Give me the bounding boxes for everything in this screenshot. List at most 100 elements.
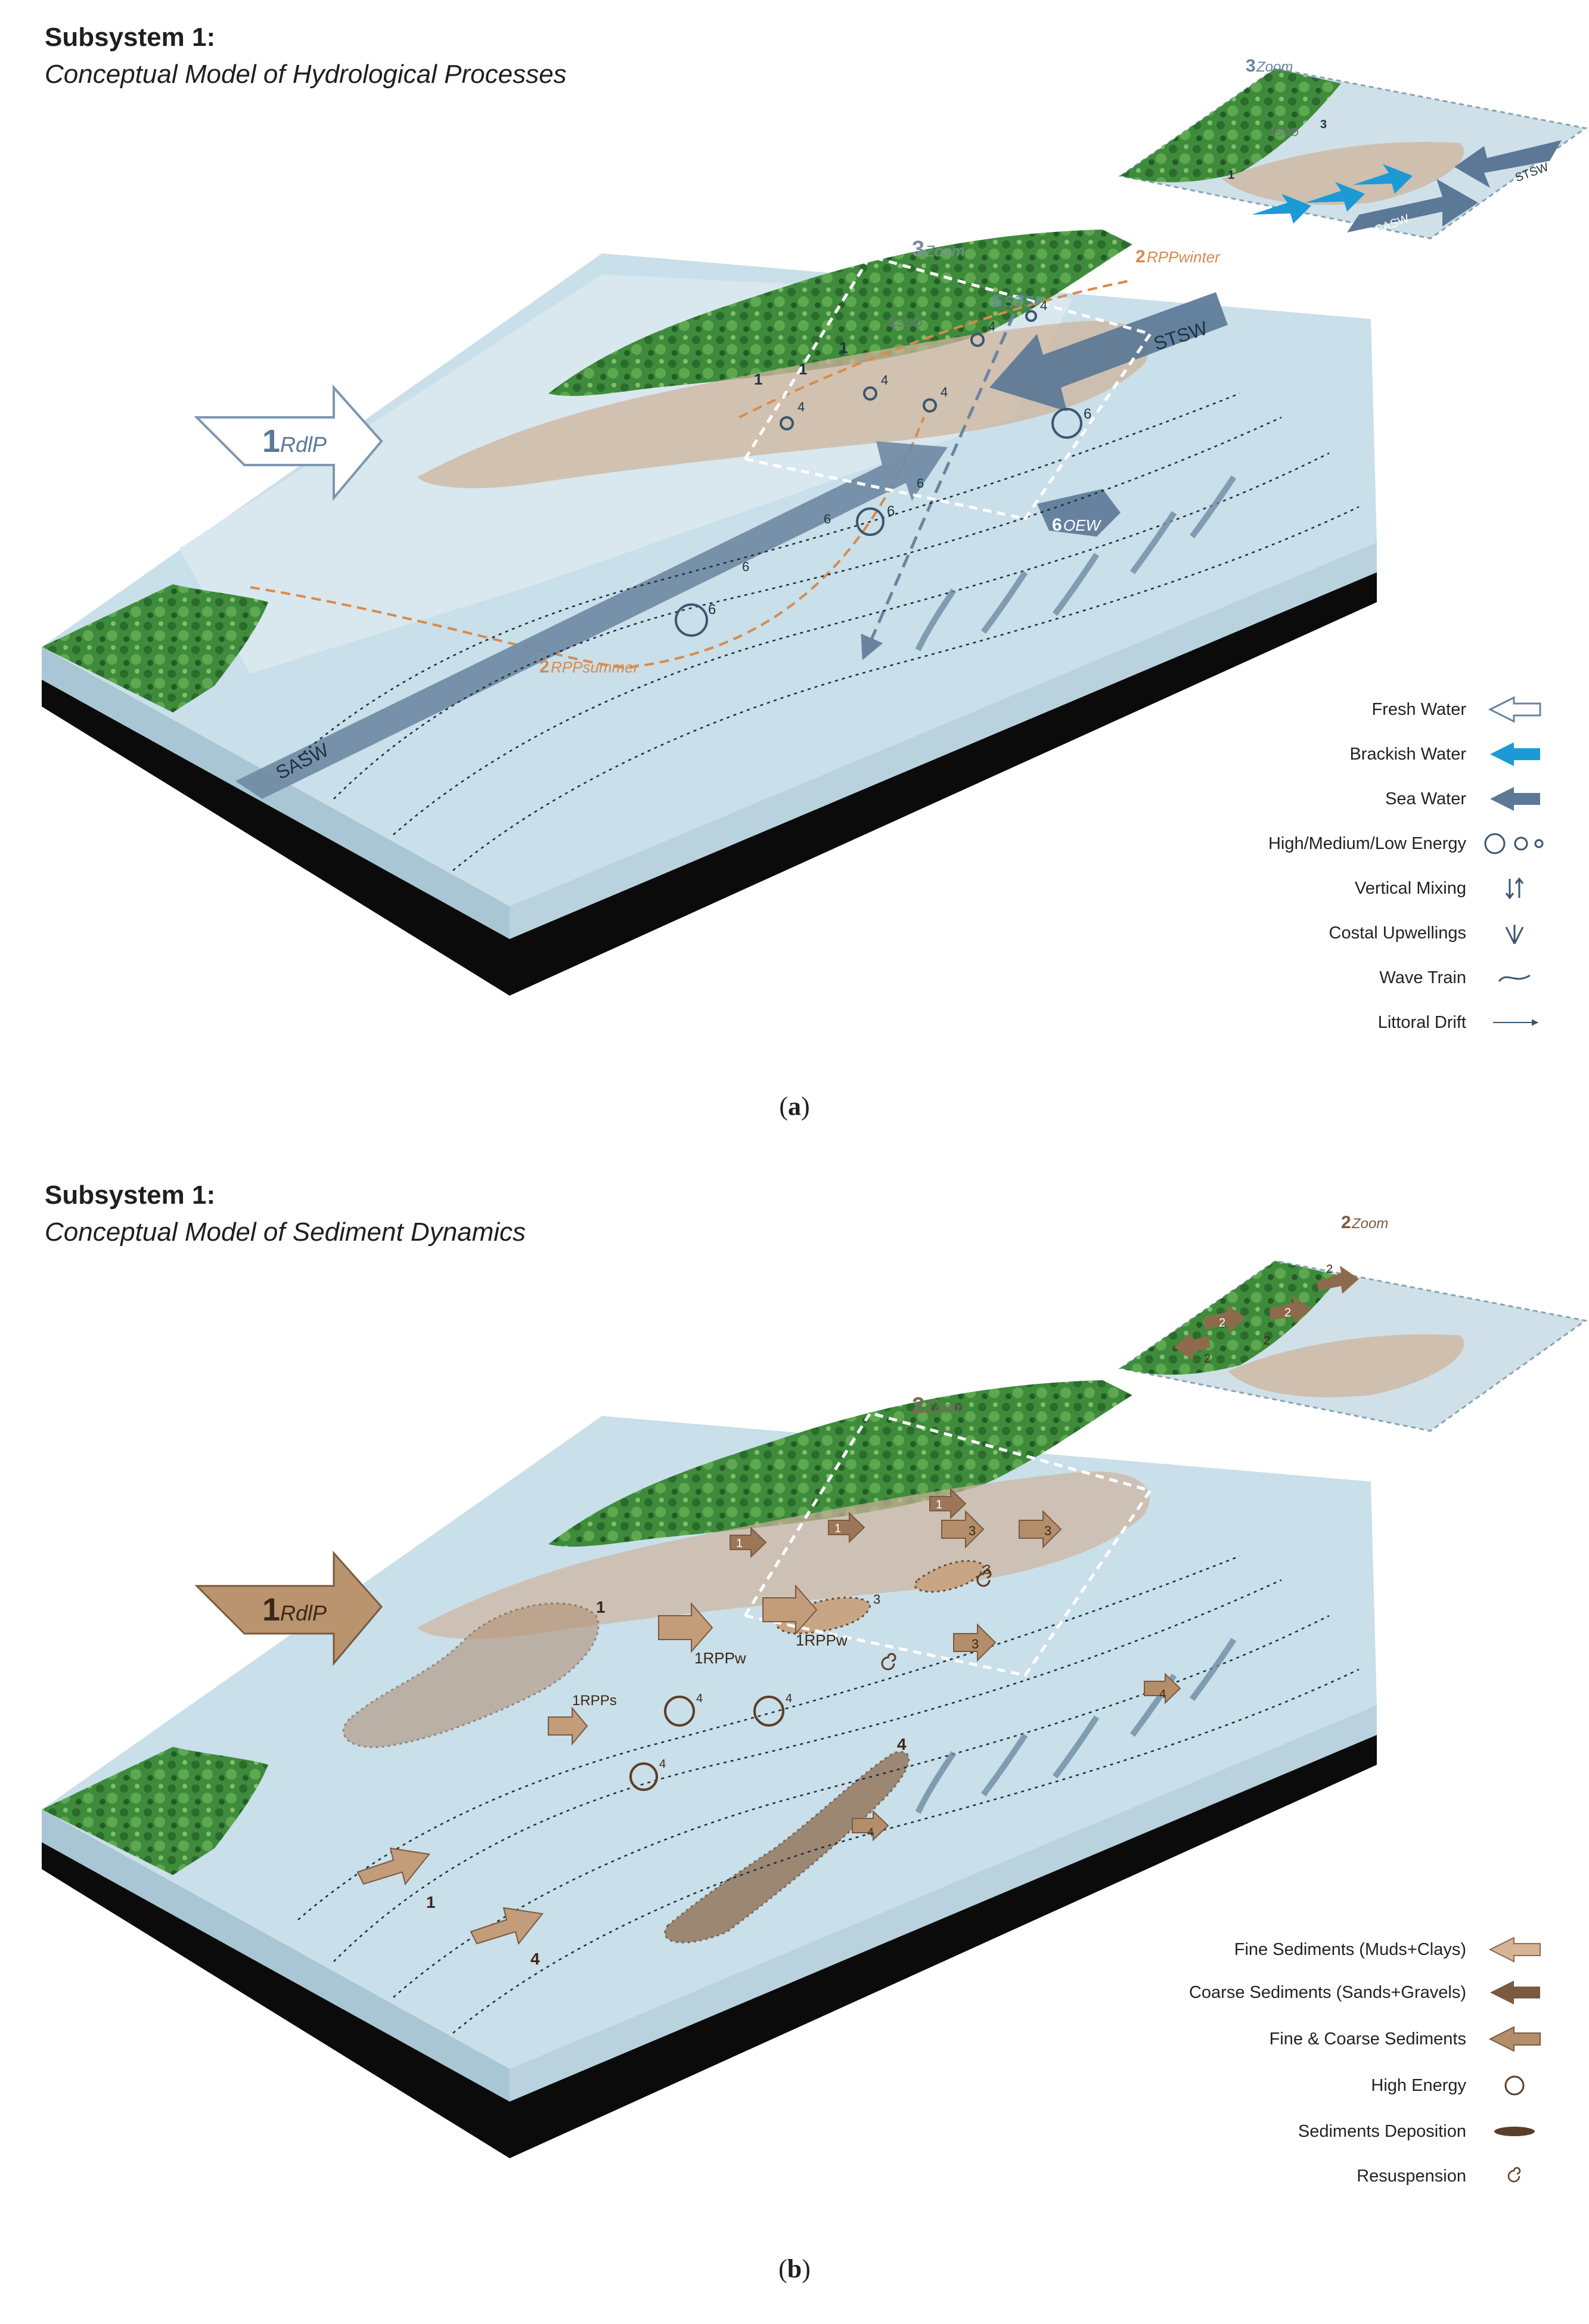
legend-item: High Energy xyxy=(1371,2068,1547,2103)
stsf-num: 5 xyxy=(992,292,1003,311)
oew-arrow xyxy=(1037,489,1121,537)
energy-circles xyxy=(629,1696,784,1791)
sediment-arrows xyxy=(356,1488,1181,1945)
rpp-summer-num: 2 xyxy=(539,657,550,677)
zoom-num: 3 xyxy=(912,237,924,262)
bathymetric-contours xyxy=(297,392,1360,871)
inset-one-label: 1 xyxy=(1228,169,1234,182)
six-d: 6 xyxy=(742,559,749,574)
inset-two-d: 2 xyxy=(1326,1263,1333,1276)
zoom-text: Zoom xyxy=(924,242,964,260)
fresh-water-rdlp-arrow xyxy=(194,384,383,501)
four-a: 4 xyxy=(797,399,805,414)
rpp-summer-line xyxy=(250,417,925,670)
four-d: 4 xyxy=(988,319,995,334)
energy-four-b: 4 xyxy=(786,1692,792,1705)
legend-label: Fine Sediments (Muds+Clays) xyxy=(1234,1939,1466,1959)
stsf-text: STSF xyxy=(1004,293,1045,311)
six-c: 6 xyxy=(887,503,895,519)
small-four-a: 4 xyxy=(1159,1688,1166,1701)
inset-zoom-text: Zoom xyxy=(1351,1216,1388,1232)
legend-label: Vertical Mixing xyxy=(1355,878,1466,898)
energy-four-a: 4 xyxy=(696,1692,703,1705)
six-a: 6 xyxy=(708,602,716,618)
inset-arrow-a xyxy=(1204,1304,1246,1333)
littoral-drift-icon xyxy=(1482,1005,1547,1040)
inset-sasw-arrow xyxy=(1347,179,1478,233)
arrow-3a xyxy=(941,1510,985,1549)
high-energy-icon xyxy=(1482,2068,1547,2103)
panel-hydrological: Subsystem 1: Conceptual Model of Hydrolo… xyxy=(0,0,1589,1133)
block-base xyxy=(42,543,1377,996)
block-front-wall xyxy=(42,647,510,939)
arrow-four-label: 4 xyxy=(530,1950,540,1968)
rdlp-text: RdlP xyxy=(280,432,327,457)
legend-label: High/Medium/Low Energy xyxy=(1268,833,1466,853)
legend-label: Costal Upwellings xyxy=(1329,923,1467,943)
energy-four-c: 4 xyxy=(659,1758,666,1771)
four-b: 4 xyxy=(881,373,888,388)
four-c: 4 xyxy=(941,385,948,399)
deposition-area-4 xyxy=(664,1751,910,1944)
arrow-one-label: 1 xyxy=(426,1893,436,1911)
three-a: 3 xyxy=(873,1592,880,1607)
panel-title: Subsystem 1: xyxy=(45,23,216,52)
arrow-4b xyxy=(1144,1672,1181,1705)
inset-zoom-text: Zoom xyxy=(1256,59,1293,75)
inset-three-label: 3 xyxy=(1320,118,1327,131)
mixed-sediment-arrow-icon xyxy=(1482,2021,1547,2057)
small-one-a: 1 xyxy=(834,1522,841,1535)
oew-num: 6 xyxy=(1052,515,1062,535)
legend-label: Fine & Coarse Sediments xyxy=(1269,2029,1466,2049)
legend-label: Fresh Water xyxy=(1371,699,1466,719)
oew-text: OEW xyxy=(1063,516,1102,534)
legend-item: Resuspension xyxy=(1357,2158,1547,2194)
inset-brackish-arrow-2 xyxy=(1305,182,1365,212)
stsf-line xyxy=(861,294,1024,661)
legend-item: High/Medium/Low Energy xyxy=(1268,826,1547,862)
legend-label: Coarse Sediments (Sands+Gravels) xyxy=(1188,1982,1466,2002)
inset-two-c: 2 xyxy=(1204,1352,1211,1365)
sgd-num: 1 xyxy=(888,314,896,330)
arrow-1c xyxy=(929,1488,967,1520)
marker-one-a: 1 xyxy=(839,339,848,357)
legend-label: Sediments Deposition xyxy=(1298,2121,1466,2141)
rppw-label-a: 1RPPw xyxy=(694,1649,746,1667)
rpp-winter-text: RPPwinter xyxy=(1147,248,1221,266)
sasw-arrow xyxy=(235,441,948,799)
arrow-4 xyxy=(470,1907,544,1945)
resuspension-spirals xyxy=(881,1569,992,1671)
inset-arrow-d xyxy=(1317,1266,1359,1294)
inset-brackish-arrow-3 xyxy=(1353,164,1413,194)
panel-subtitle: Conceptual Model of Hydrological Process… xyxy=(45,60,567,89)
zoom-text: Zoom xyxy=(924,1399,964,1417)
bathymetric-contours xyxy=(297,1555,1360,2034)
legend-item: Costal Upwellings xyxy=(1329,915,1548,951)
small-one-b: 1 xyxy=(736,1537,743,1550)
land-north xyxy=(548,230,1132,396)
legend-item: Sea Water xyxy=(1385,781,1547,817)
land-south xyxy=(42,584,268,712)
caption-a: (a) xyxy=(779,1092,810,1121)
legend-label: High Energy xyxy=(1371,2075,1466,2095)
inset-stsw-arrow xyxy=(1454,140,1562,188)
rppw-arrow-a xyxy=(658,1602,713,1653)
sediment-block-diagram: 1 RdlP 2 Zoom 2 Zoom 1RPPw 1RPPw 1RPPs 1… xyxy=(42,1213,1588,2158)
caption-letter: b xyxy=(787,2254,802,2283)
legend-label: Resuspension xyxy=(1357,2166,1466,2186)
rppw-arrow-b xyxy=(762,1584,818,1635)
deposition-area-1 xyxy=(342,1602,600,1749)
legend-label: Sea Water xyxy=(1385,789,1466,808)
energy-circles xyxy=(675,310,1082,637)
rpps-label: 1RPPs xyxy=(572,1693,617,1709)
marker-one-c: 1 xyxy=(799,360,807,378)
inset-zoom-num: 3 xyxy=(1246,56,1256,76)
rdlp-num: 1 xyxy=(262,423,280,459)
zoom-box xyxy=(743,255,1153,520)
inset-zoom-num: 2 xyxy=(1341,1213,1351,1232)
small-one-c: 1 xyxy=(936,1498,942,1511)
caption-letter: a xyxy=(788,1092,801,1121)
inset-two-b: 2 xyxy=(1284,1306,1291,1319)
brackish-water-arrow-icon xyxy=(1482,736,1547,772)
fresh-water-arrow-icon xyxy=(1482,692,1547,727)
